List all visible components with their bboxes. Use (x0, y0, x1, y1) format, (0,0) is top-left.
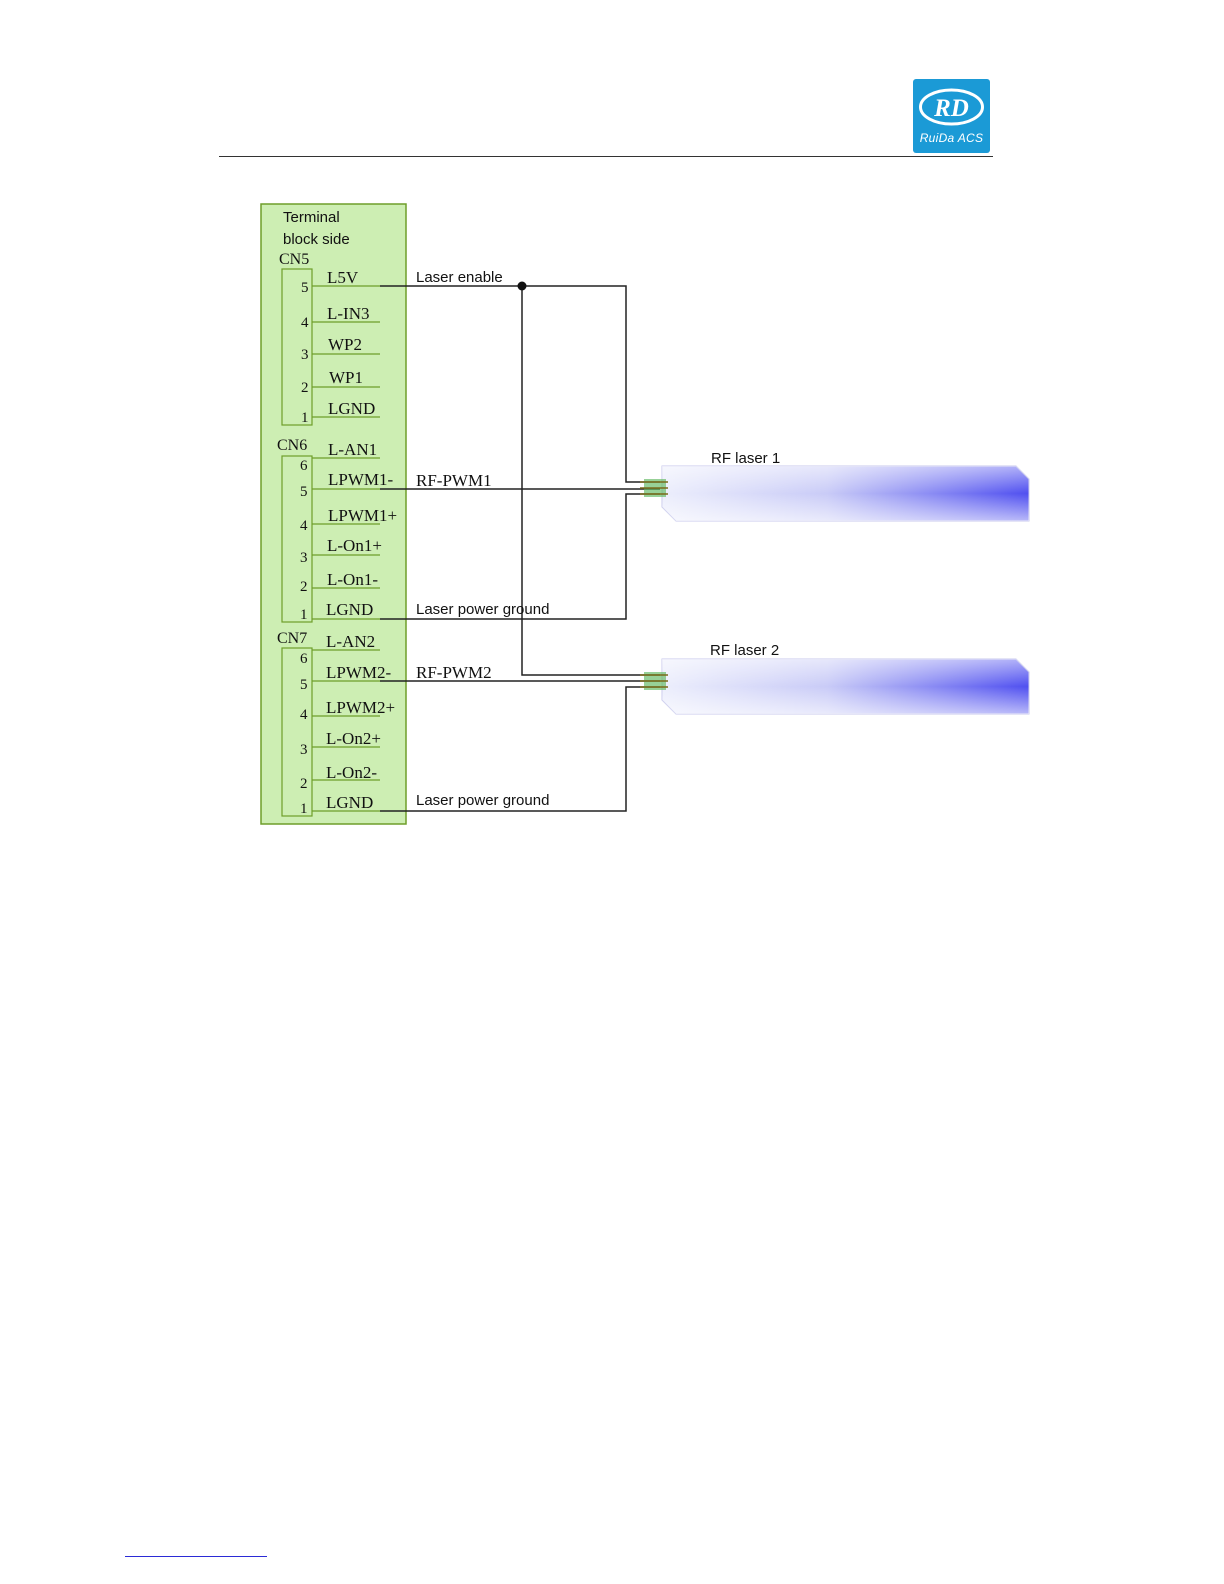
pin-number: 4 (301, 315, 309, 331)
pin-number: 6 (300, 458, 308, 474)
pin-label: LGND (328, 399, 375, 418)
pin-label: WP1 (329, 368, 363, 387)
pin-number: 4 (300, 518, 308, 534)
pin-number: 2 (300, 776, 308, 792)
laser-sheen (662, 659, 1029, 714)
rf-pwm1-label: RF-PWM1 (416, 471, 492, 490)
pin-number: 5 (300, 484, 308, 500)
rf-laser-2: RF laser 2 (640, 642, 1029, 714)
terminal-subtitle: block side (283, 231, 350, 248)
pin-label: L-AN2 (326, 632, 375, 651)
pin-number: 4 (300, 707, 308, 723)
ground1-label: Laser power ground (416, 601, 549, 618)
pin-label: WP2 (328, 335, 362, 354)
junction-dot (518, 282, 527, 291)
pin-label: L-On1+ (327, 536, 382, 555)
pin-number: 3 (301, 347, 309, 363)
pin-label: LPWM2- (326, 663, 392, 682)
rf-laser-1-label: RF laser 1 (711, 450, 780, 467)
laser-enable-label: Laser enable (416, 269, 503, 286)
laser-enable-wire (380, 286, 660, 482)
pin-label: LPWM2+ (326, 698, 395, 717)
pin-label: L5V (327, 268, 359, 287)
pin-number: 3 (300, 550, 308, 566)
ground2-label: Laser power ground (416, 792, 549, 809)
pin-number: 1 (300, 607, 308, 623)
pin-number: 1 (300, 801, 308, 817)
pin-number: 5 (301, 280, 309, 296)
pin-label: L-On2- (326, 763, 377, 782)
wiring (380, 286, 660, 811)
pin-number: 1 (301, 410, 309, 426)
connector-name: CN5 (279, 251, 309, 268)
pin-label: LGND (326, 600, 373, 619)
footer-link-underline[interactable] (125, 1556, 267, 1557)
connector-name: CN7 (277, 630, 307, 647)
terminal-title: Terminal (283, 209, 340, 226)
pin-number: 2 (300, 579, 308, 595)
pin-label: L-On2+ (326, 729, 381, 748)
pin-number: 5 (300, 677, 308, 693)
pin-label: LPWM1+ (328, 506, 397, 525)
pin-label: LPWM1- (328, 470, 394, 489)
laser-sheen (662, 466, 1029, 521)
pin-number: 3 (300, 742, 308, 758)
pin-number: 6 (300, 651, 308, 667)
pin-label: LGND (326, 793, 373, 812)
rf-pwm2-label: RF-PWM2 (416, 663, 492, 682)
pin-number: 2 (301, 380, 309, 396)
connector-name: CN6 (277, 437, 307, 454)
pin-label: L-IN3 (327, 304, 369, 323)
pin-label: L-AN1 (328, 440, 377, 459)
rf-laser-1: RF laser 1 (640, 450, 1029, 521)
pin-label: L-On1- (327, 570, 378, 589)
rf-laser-2-label: RF laser 2 (710, 642, 779, 659)
